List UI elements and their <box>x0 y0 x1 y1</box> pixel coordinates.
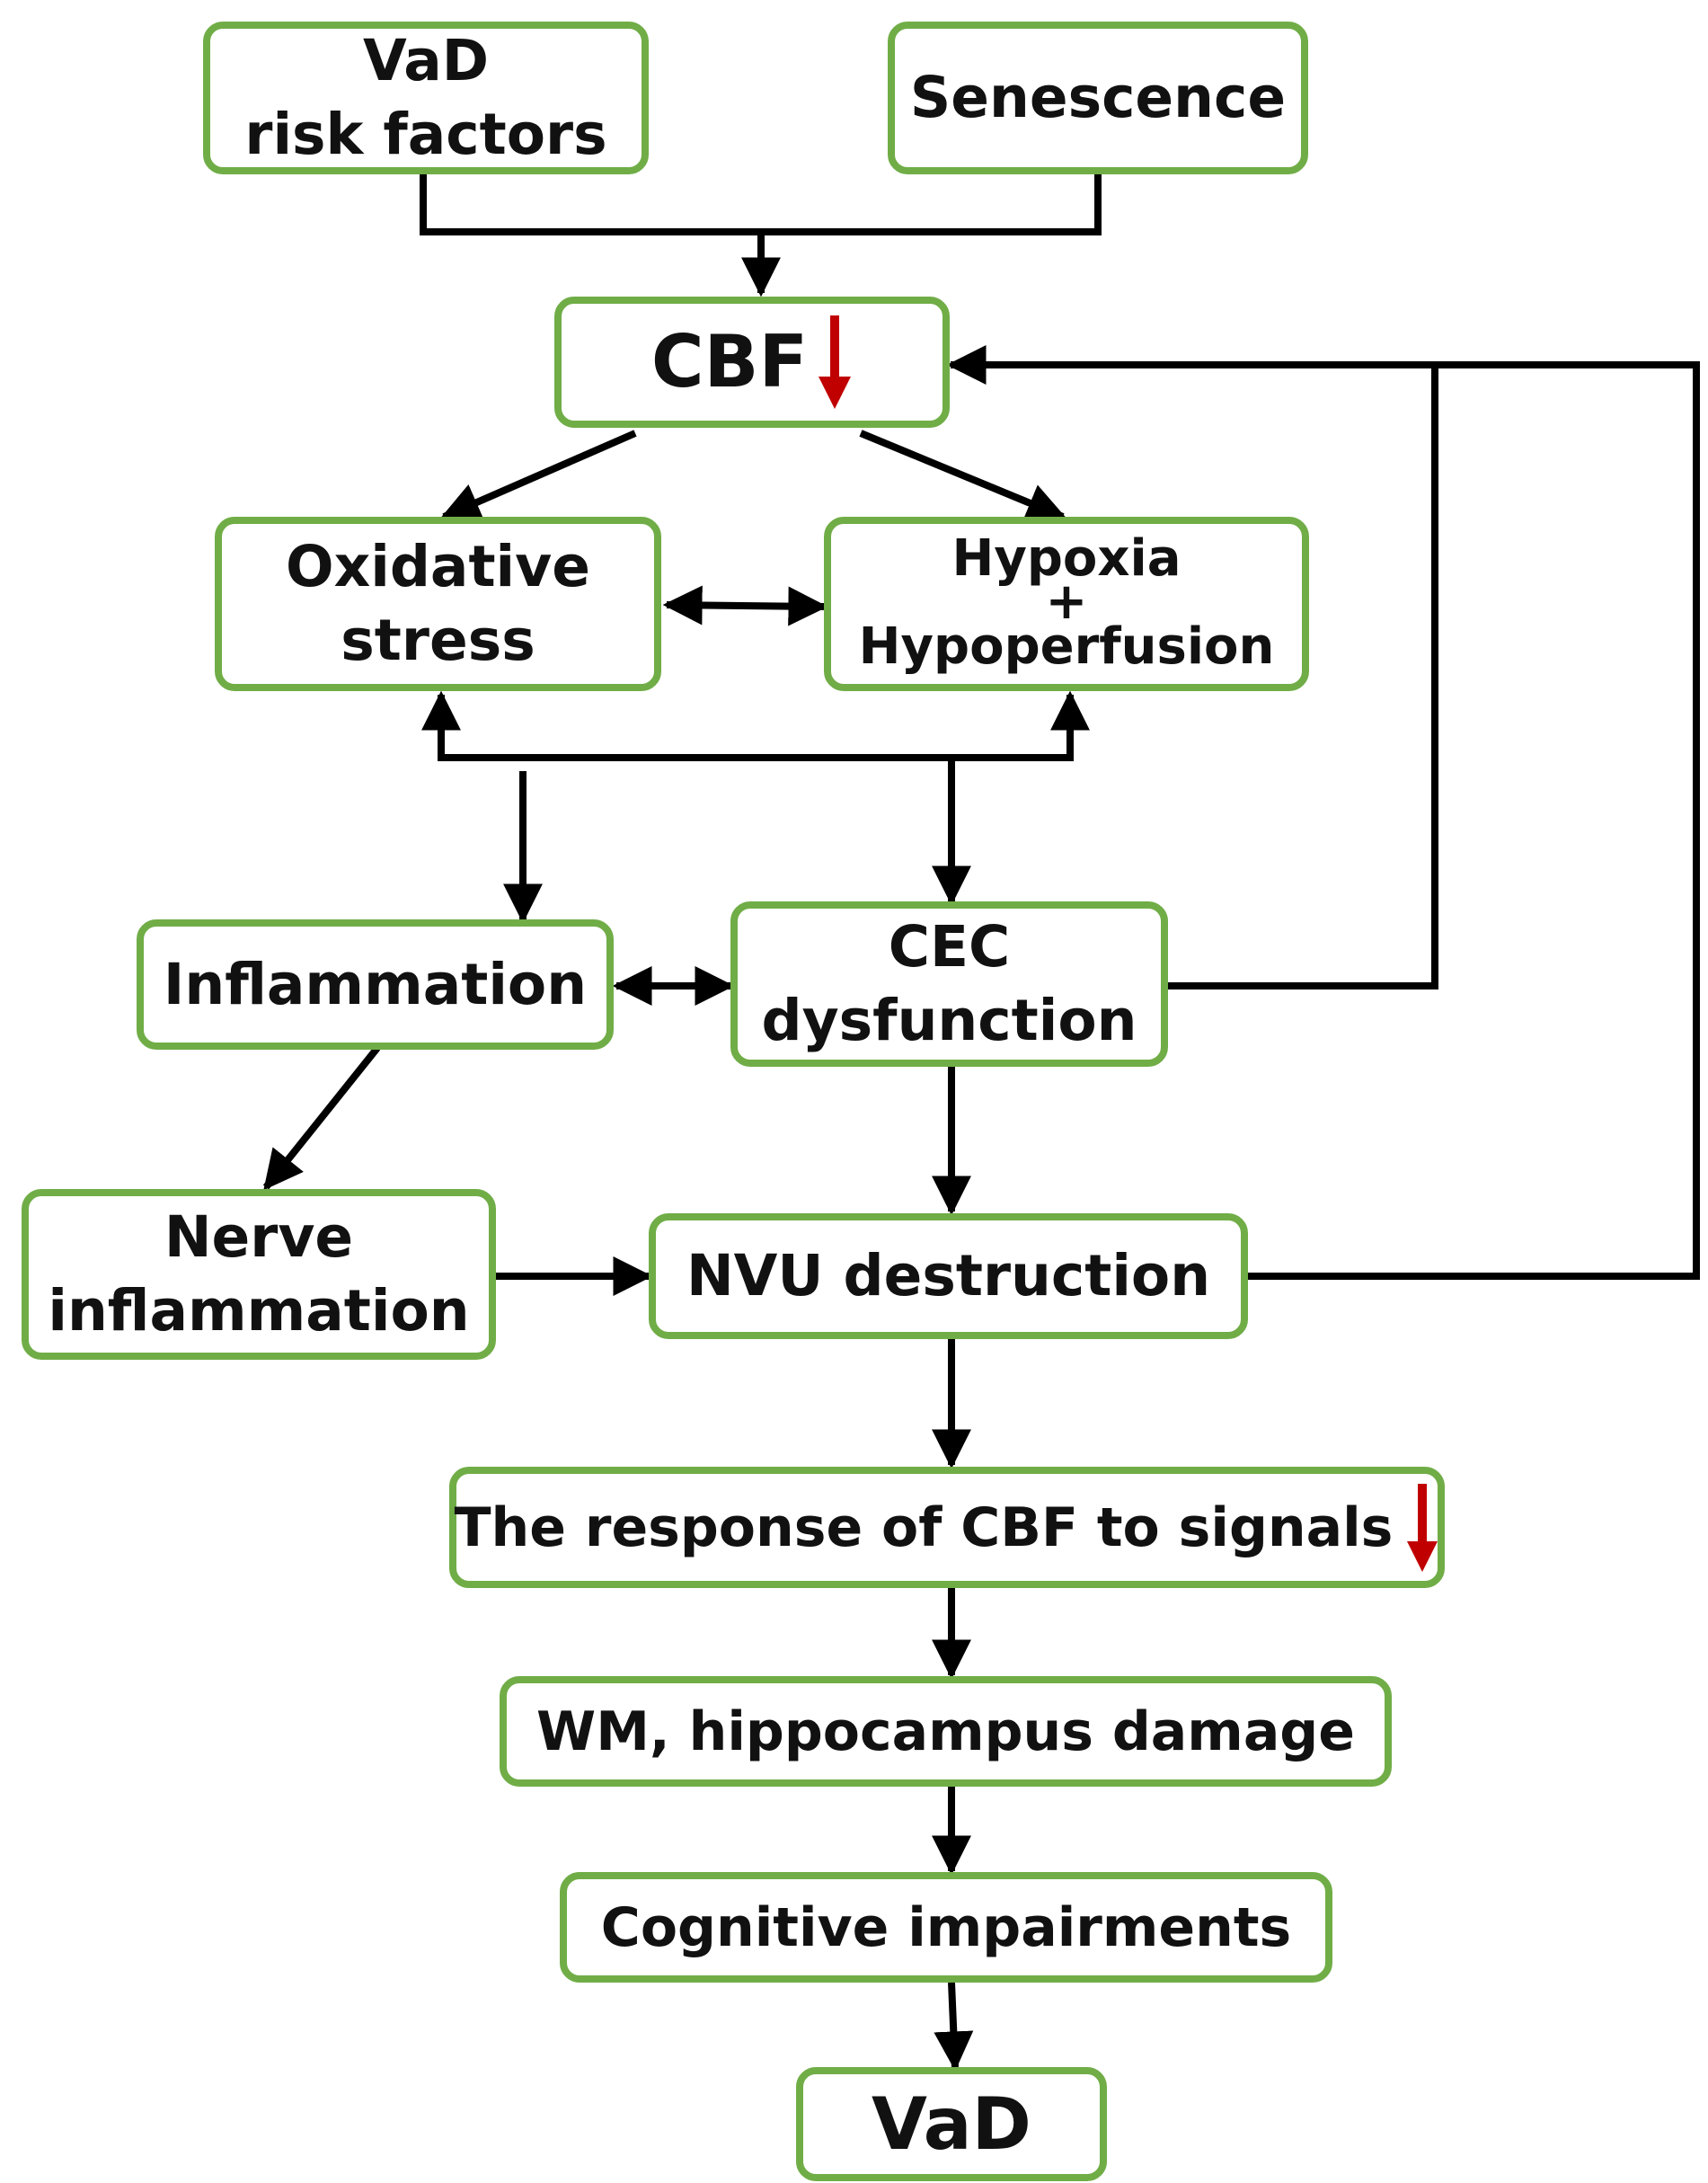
node-cbf-label: CBF <box>650 320 809 404</box>
node-cbf-row: CBF <box>651 315 853 409</box>
arrow-oxidative-hypoxia <box>662 585 828 626</box>
node-hypoxia-line1: Hypoxia <box>951 529 1181 588</box>
node-cbf: CBF <box>554 297 950 428</box>
node-nerve-line2: inflammation <box>48 1278 470 1344</box>
node-wm-hippocampus-damage: WM, hippocampus damage <box>500 1676 1392 1787</box>
node-vad-risk-factors-line2: risk factors <box>244 102 607 167</box>
node-cec-dysfunction: CEC dysfunction <box>730 901 1168 1067</box>
connector-bracket-to-hypoxia <box>951 690 1090 761</box>
node-nvu-label: NVU destruction <box>686 1243 1211 1309</box>
node-cec-line2: dysfunction <box>761 988 1137 1053</box>
node-oxidative-stress: Oxidative stress <box>215 517 661 691</box>
node-cbf-response: The response of CBF to signals <box>449 1467 1445 1588</box>
node-inflammation-label: Inflammation <box>163 951 588 1017</box>
node-nerve-inflammation: Nerve inflammation <box>22 1189 496 1360</box>
node-vad-risk-factors-line1: VaD <box>362 28 490 93</box>
node-nerve-line1: Nerve <box>164 1204 354 1270</box>
node-senescence-label: Senescence <box>909 65 1287 130</box>
connector-bracket-to-oxidative <box>421 690 951 761</box>
connector-risk-senescence-to-cbf <box>420 174 1102 293</box>
node-vad-risk-factors: VaD risk factors <box>203 22 649 174</box>
arrow-cognitive-to-vad <box>934 1982 974 2072</box>
node-senescence: Senescence <box>888 22 1308 174</box>
feedback-cec-to-cbf <box>946 345 1438 989</box>
node-vad: VaD <box>796 2067 1107 2181</box>
node-cognitive-label: Cognitive impairments <box>600 1895 1292 1959</box>
node-cec-line1: CEC <box>888 914 1011 980</box>
node-oxidative-stress-line2: stress <box>341 608 535 673</box>
node-wm-label: WM, hippocampus damage <box>536 1699 1355 1763</box>
arrow-cbf-to-hypoxia <box>859 430 1067 522</box>
node-cbf-response-label: The response of CBF to signals <box>454 1495 1394 1559</box>
node-hypoxia-line3: Hypoperfusion <box>858 617 1275 676</box>
node-nvu-destruction: NVU destruction <box>649 1213 1248 1339</box>
down-arrow-icon <box>819 315 852 409</box>
node-vad-label: VaD <box>872 2081 1031 2166</box>
node-hypoxia-hypoperfusion: Hypoxia + Hypoperfusion <box>824 517 1309 691</box>
arrow-cbf-to-oxidative <box>439 430 637 521</box>
down-arrow-icon <box>1407 1483 1438 1572</box>
node-cognitive-impairments: Cognitive impairments <box>560 1872 1332 1983</box>
arrow-inflammation-to-nerve <box>262 1045 381 1191</box>
node-cbf-response-row: The response of CBF to signals <box>454 1483 1440 1572</box>
feedback-nvu-to-cbf <box>1248 361 1700 1280</box>
node-hypoxia-line2: + <box>1045 572 1088 631</box>
node-inflammation: Inflammation <box>137 919 614 1050</box>
node-oxidative-stress-line1: Oxidative <box>286 534 590 599</box>
